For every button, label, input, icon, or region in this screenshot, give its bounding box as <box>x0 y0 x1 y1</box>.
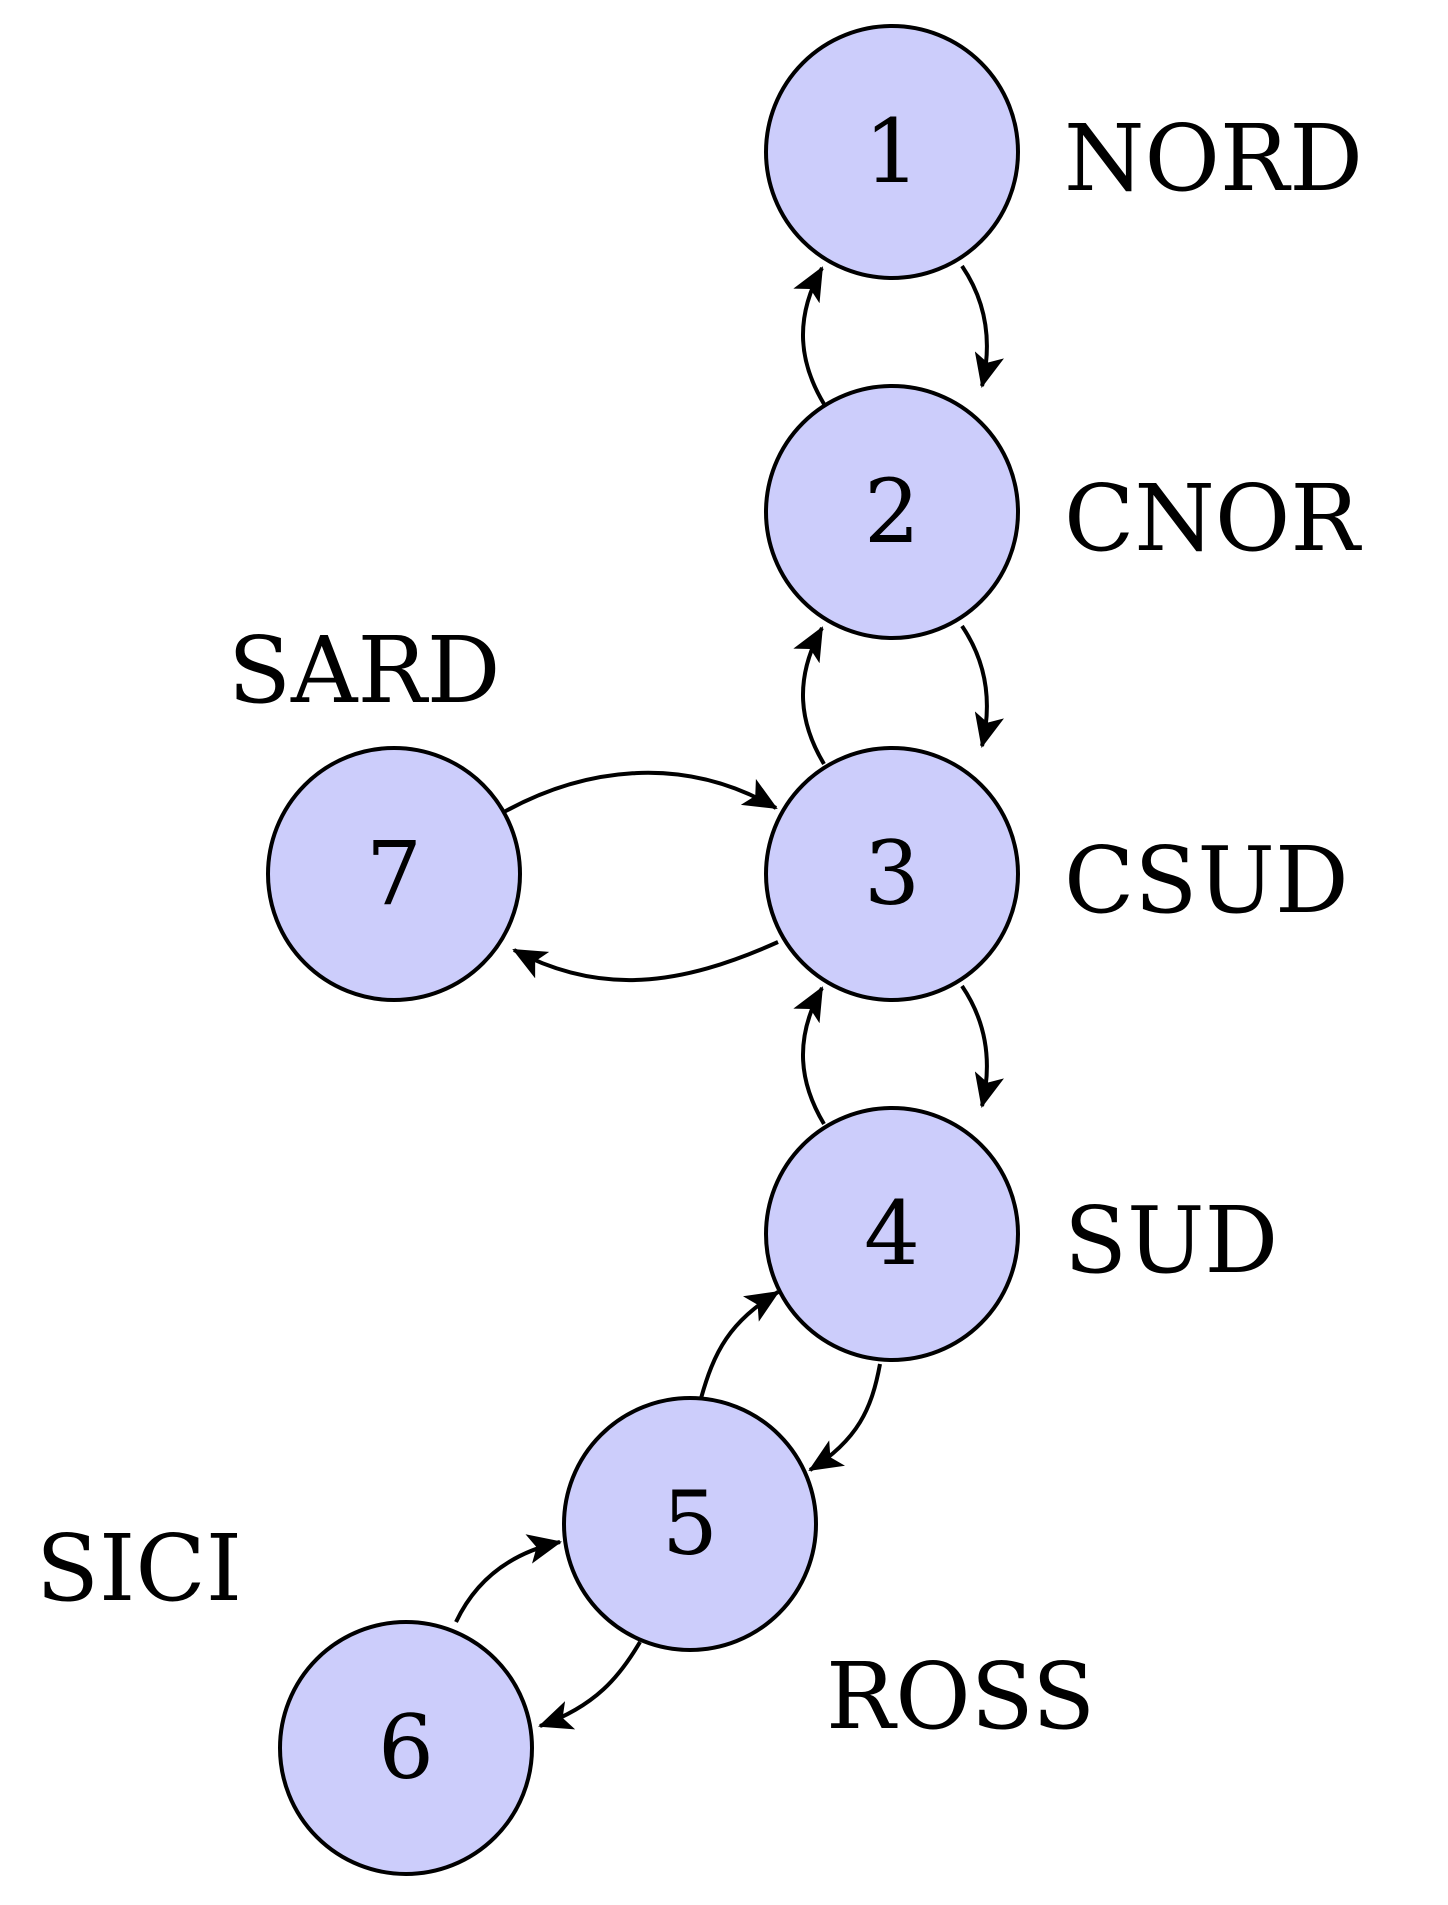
edge-4-to-3 <box>793 986 826 1126</box>
node-5: 5 <box>562 1396 818 1652</box>
label-ross: ROSS <box>826 1643 1095 1750</box>
edge-3-to-4 <box>960 984 1005 1108</box>
node-number: 2 <box>864 460 920 563</box>
label-cnor: CNOR <box>1064 465 1362 572</box>
node-circle <box>764 24 1020 280</box>
edge-3-to-2 <box>793 626 826 766</box>
edge-6-to-5 <box>454 1534 562 1623</box>
node-3: 3 <box>764 746 1020 1002</box>
edge-5-to-4 <box>698 1290 780 1403</box>
node-7: 7 <box>266 746 522 1002</box>
nodes-layer: 1 2 3 4 5 6 7 <box>266 24 1020 1876</box>
label-sud: SUD <box>1064 1187 1278 1294</box>
node-circle <box>764 384 1020 640</box>
edge-5-to-6 <box>538 1640 642 1730</box>
edge-2-to-3 <box>960 624 1005 748</box>
node-4: 4 <box>764 1106 1020 1362</box>
node-number: 3 <box>864 822 920 925</box>
node-number: 4 <box>864 1182 920 1285</box>
node-number: 6 <box>378 1696 434 1799</box>
node-circle <box>562 1396 818 1652</box>
node-number: 1 <box>864 100 920 203</box>
label-csud: CSUD <box>1064 827 1349 934</box>
label-sici: SICI <box>36 1515 242 1622</box>
node-number: 7 <box>366 822 422 925</box>
node-6: 6 <box>278 1620 534 1876</box>
node-circle <box>764 746 1020 1002</box>
node-circle <box>266 746 522 1002</box>
edges-layer <box>454 264 1005 1730</box>
edge-1-to-2 <box>960 264 1005 388</box>
label-sard: SARD <box>228 617 501 724</box>
edge-2-to-1 <box>793 266 826 406</box>
node-2: 2 <box>764 384 1020 640</box>
edge-4-to-5 <box>808 1363 882 1472</box>
edge-3-to-7 <box>512 940 779 983</box>
node-1: 1 <box>764 24 1020 280</box>
node-number: 5 <box>662 1472 718 1575</box>
node-circle <box>764 1106 1020 1362</box>
labels-layer: NORD CNOR CSUD SUD ROSS SICI SARD <box>36 105 1363 1750</box>
edge-7-to-3 <box>503 770 778 814</box>
node-circle <box>278 1620 534 1876</box>
label-nord: NORD <box>1064 105 1363 212</box>
